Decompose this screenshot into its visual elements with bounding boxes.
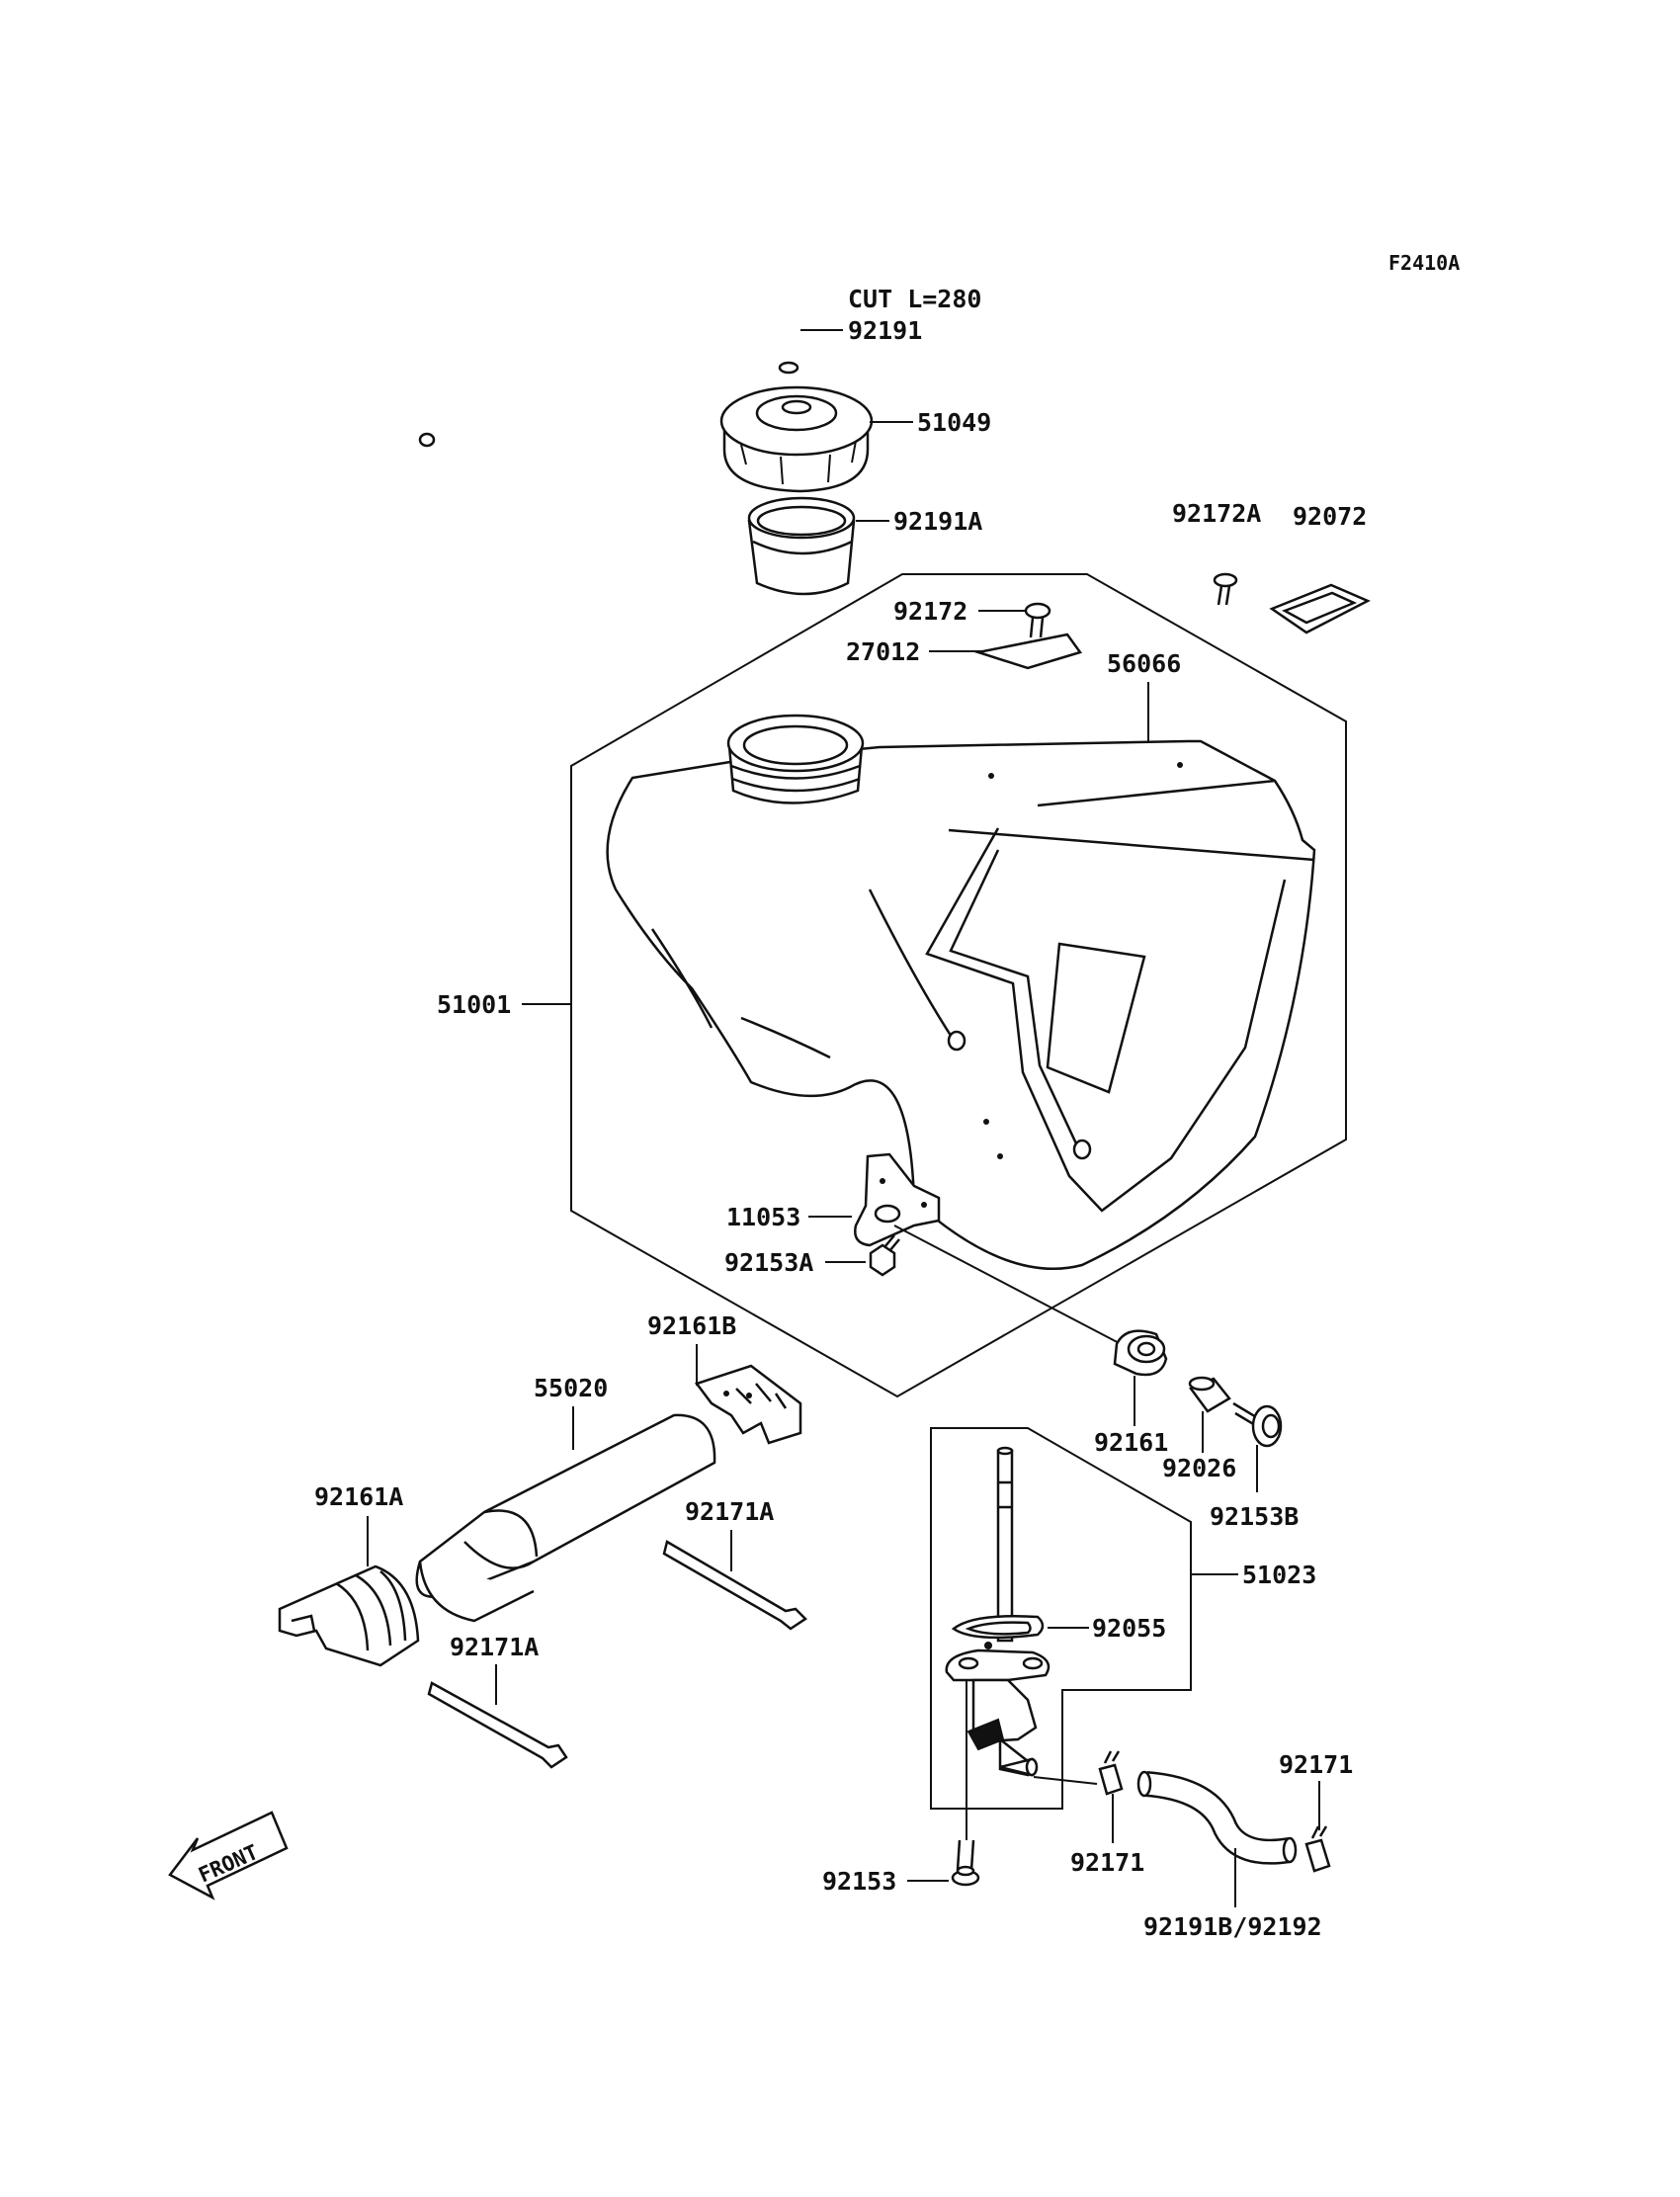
cushion-92161B bbox=[694, 1364, 802, 1445]
strap-92072 bbox=[1269, 583, 1371, 634]
label-92172A: 92172A bbox=[1172, 499, 1261, 528]
fuel-tank bbox=[606, 714, 1316, 1271]
label-11053: 11053 bbox=[726, 1203, 800, 1231]
filler-ring bbox=[747, 496, 856, 596]
breather-hose bbox=[415, 260, 799, 451]
screw-92172 bbox=[1024, 602, 1051, 638]
clamp-92171-right bbox=[1304, 1825, 1331, 1873]
fuel-cap bbox=[719, 385, 874, 493]
fuel-cock-51023 bbox=[945, 1446, 1050, 1777]
label-92161B: 92161B bbox=[647, 1311, 736, 1340]
grommet-92161 bbox=[1113, 1329, 1168, 1377]
label-92171A-lower: 92171A bbox=[450, 1633, 539, 1661]
label-cut-length: CUT L=280 bbox=[848, 285, 981, 313]
label-51001: 51001 bbox=[437, 990, 511, 1019]
figure-code: F2410A bbox=[1388, 251, 1460, 275]
label-92171A-upper: 92171A bbox=[685, 1497, 774, 1526]
side-cover-55020 bbox=[415, 1413, 716, 1623]
label-92072: 92072 bbox=[1293, 502, 1367, 531]
label-51023: 51023 bbox=[1242, 1561, 1316, 1589]
band-92171A-upper bbox=[662, 1540, 807, 1631]
label-55020: 55020 bbox=[534, 1374, 608, 1402]
leader-11053-to-92161 bbox=[893, 1225, 1128, 1348]
label-51049: 51049 bbox=[917, 408, 991, 437]
label-92161: 92161 bbox=[1094, 1428, 1168, 1457]
bracket-27012 bbox=[973, 633, 1083, 670]
label-92191B-92192: 92191B/92192 bbox=[1143, 1912, 1322, 1941]
collar-92026 bbox=[1188, 1376, 1231, 1413]
label-92153B: 92153B bbox=[1210, 1502, 1299, 1531]
tank-assembly-outline bbox=[570, 573, 1347, 1398]
label-56066: 56066 bbox=[1107, 649, 1181, 678]
bolt-92153A bbox=[869, 1234, 900, 1277]
label-92055: 92055 bbox=[1092, 1614, 1166, 1643]
label-92153: 92153 bbox=[822, 1867, 896, 1896]
leader-clamp-link bbox=[1033, 1776, 1098, 1785]
label-92026: 92026 bbox=[1162, 1454, 1236, 1482]
bracket-11053 bbox=[854, 1152, 941, 1247]
fuel-hose-92191B bbox=[1136, 1770, 1298, 1865]
label-92171-right: 92171 bbox=[1279, 1750, 1353, 1779]
fuel-cock-assembly-outline bbox=[930, 1427, 1192, 1810]
label-27012: 27012 bbox=[846, 637, 920, 666]
label-92191A: 92191A bbox=[893, 507, 982, 536]
clamp-92171-left bbox=[1098, 1750, 1124, 1796]
label-92161A: 92161A bbox=[314, 1482, 403, 1511]
cushion-92161A bbox=[278, 1564, 420, 1667]
label-92171-left: 92171 bbox=[1070, 1848, 1144, 1877]
label-92191: 92191 bbox=[848, 316, 922, 345]
band-92171A-lower bbox=[427, 1681, 568, 1769]
label-92153A: 92153A bbox=[724, 1248, 813, 1277]
bolt-92153B bbox=[1232, 1401, 1283, 1448]
front-direction-arrow: FRONT bbox=[168, 1811, 289, 1901]
screw-92153 bbox=[951, 1839, 980, 1887]
screw-92172A bbox=[1213, 572, 1238, 606]
label-92172: 92172 bbox=[893, 597, 967, 626]
